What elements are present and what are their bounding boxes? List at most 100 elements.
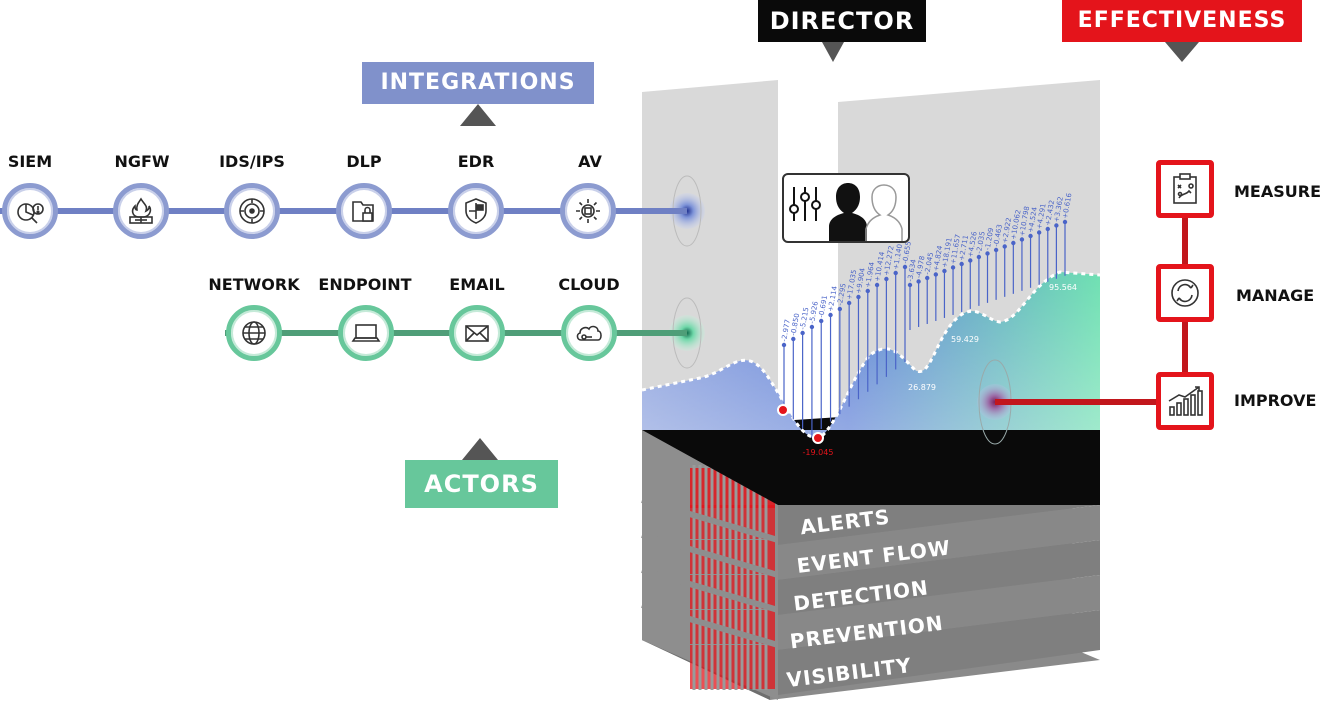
- left-spike-dot: [837, 306, 843, 312]
- refresh-cycle-icon: [1171, 279, 1199, 307]
- low-point-marker: [777, 404, 789, 416]
- bar-chart-growth-icon: [1168, 386, 1203, 416]
- integration-label-siem: SIEM: [7, 152, 53, 171]
- actor-label-email: EMAIL: [449, 275, 505, 294]
- right-spike-dot: [959, 261, 964, 267]
- point-label-3: 59.429: [951, 335, 979, 344]
- left-spike-label: -5.215: [799, 307, 811, 331]
- right-spike-dot: [1062, 219, 1068, 225]
- firewall-icon: [129, 197, 153, 224]
- siem-icon: [17, 203, 44, 224]
- left-spike-dot: [828, 312, 833, 318]
- actor-label-endpoint: ENDPOINT: [318, 275, 412, 294]
- right-spike-dot: [968, 258, 973, 263]
- av-gear-icon: [576, 199, 600, 223]
- actor-node-email[interactable]: [449, 305, 505, 361]
- right-spike-label: -3.634: [906, 258, 918, 282]
- globe-icon: [242, 321, 266, 345]
- integration-label-av: AV: [578, 152, 602, 171]
- minimum-point-marker: [812, 432, 824, 444]
- integration-node-ngfw[interactable]: [113, 183, 169, 239]
- right-spike-dot: [1054, 223, 1059, 228]
- integration-node-siem[interactable]: [2, 183, 58, 239]
- left-spike-dot: [893, 270, 898, 276]
- left-spike-dot: [856, 294, 861, 300]
- effectiveness-pointer: [1165, 42, 1199, 62]
- left-spike-dot: [884, 276, 889, 282]
- left-spike-label: -0.691: [817, 295, 829, 319]
- right-spike-dot: [1019, 237, 1025, 242]
- right-spike-label: -4.978: [915, 255, 927, 279]
- right-spike-dot: [925, 275, 930, 281]
- right-spike-dot: [1002, 244, 1007, 249]
- left-spike-dot: [902, 264, 908, 270]
- director-header: DIRECTOR: [758, 0, 926, 42]
- left-spike-dot: [791, 336, 796, 342]
- effectiveness-node-improve[interactable]: [1156, 372, 1214, 430]
- ids-ips-icon: [239, 198, 265, 224]
- actor-node-network[interactable]: [226, 305, 282, 361]
- left-spike-dot: [781, 342, 787, 348]
- right-spike-dot: [942, 268, 947, 274]
- right-spike-label: -2.045: [923, 252, 935, 276]
- left-spike-dot: [874, 282, 880, 288]
- director-persona-card: [782, 173, 910, 243]
- actor-label-network: NETWORK: [208, 275, 300, 294]
- right-spike-dot: [1011, 240, 1016, 246]
- actor-label-cloud: CLOUD: [558, 275, 620, 294]
- effectiveness-label-measure: MEASURE: [1234, 182, 1321, 201]
- right-spike-dot: [916, 279, 921, 284]
- integrations-header: INTEGRATIONS: [362, 62, 594, 104]
- left-spike-label: -0.850: [789, 313, 801, 337]
- clipboard-strategy-icon: [1173, 173, 1197, 204]
- effectiveness-node-manage[interactable]: [1156, 264, 1214, 322]
- left-spike-label: -5.926: [808, 300, 820, 324]
- effectiveness-label-manage: MANAGE: [1236, 286, 1315, 305]
- integration-node-ids-ips[interactable]: [224, 183, 280, 239]
- right-spike-dot: [933, 272, 939, 277]
- left-spike-label: -2.295: [836, 283, 848, 307]
- right-spike-dot: [1028, 233, 1033, 239]
- effectiveness-header: EFFECTIVENESS: [1062, 0, 1302, 42]
- left-spike-dot: [819, 318, 824, 324]
- dlp-folder-lock-icon: [352, 201, 374, 222]
- integration-node-dlp[interactable]: [336, 183, 392, 239]
- point-label-2: 26.879: [908, 383, 936, 392]
- effectiveness-header-text: EFFECTIVENESS: [1077, 8, 1287, 33]
- right-spike-label: -2.035: [975, 231, 987, 255]
- cloud-icon: [576, 325, 602, 341]
- actors-header-text: ACTORS: [424, 470, 539, 498]
- edr-shield-icon: [465, 198, 487, 224]
- actors-pointer: [462, 438, 498, 460]
- effectiveness-label-improve: IMPROVE: [1234, 391, 1317, 410]
- envelope-icon: [465, 325, 489, 342]
- integrations-pointer: [460, 104, 496, 126]
- left-spike-dot: [846, 300, 852, 306]
- integration-label-dlp: DLP: [346, 152, 382, 171]
- actor-node-cloud[interactable]: [561, 305, 617, 361]
- integrations-header-text: INTEGRATIONS: [380, 70, 576, 95]
- integration-node-av[interactable]: [560, 183, 616, 239]
- left-spike-label: -0.655: [901, 241, 913, 265]
- right-spike-dot: [1036, 230, 1042, 235]
- right-spike-dot: [993, 247, 999, 253]
- effectiveness-node-measure[interactable]: [1156, 160, 1214, 218]
- right-spike-dot: [907, 282, 913, 288]
- right-spike-dot: [976, 254, 982, 260]
- point-label-4: 95.564: [1049, 283, 1077, 292]
- left-spike-dot: [809, 324, 815, 330]
- laptop-icon: [351, 324, 381, 342]
- left-spike-dot: [800, 330, 805, 336]
- right-spike-dot: [950, 265, 956, 270]
- right-spike-dot: [1045, 226, 1050, 232]
- director-pointer: [822, 42, 844, 62]
- integration-node-edr[interactable]: [448, 183, 504, 239]
- point-label-min: -19.045: [803, 448, 834, 457]
- mixer-persona-icon: [789, 183, 903, 241]
- right-spike-label: -0.463: [992, 224, 1004, 248]
- integration-label-ids-ips: IDS/IPS: [219, 152, 285, 171]
- integration-label-edr: EDR: [457, 152, 495, 171]
- right-spike-label: -1.209: [984, 227, 996, 251]
- actor-node-endpoint[interactable]: [338, 305, 394, 361]
